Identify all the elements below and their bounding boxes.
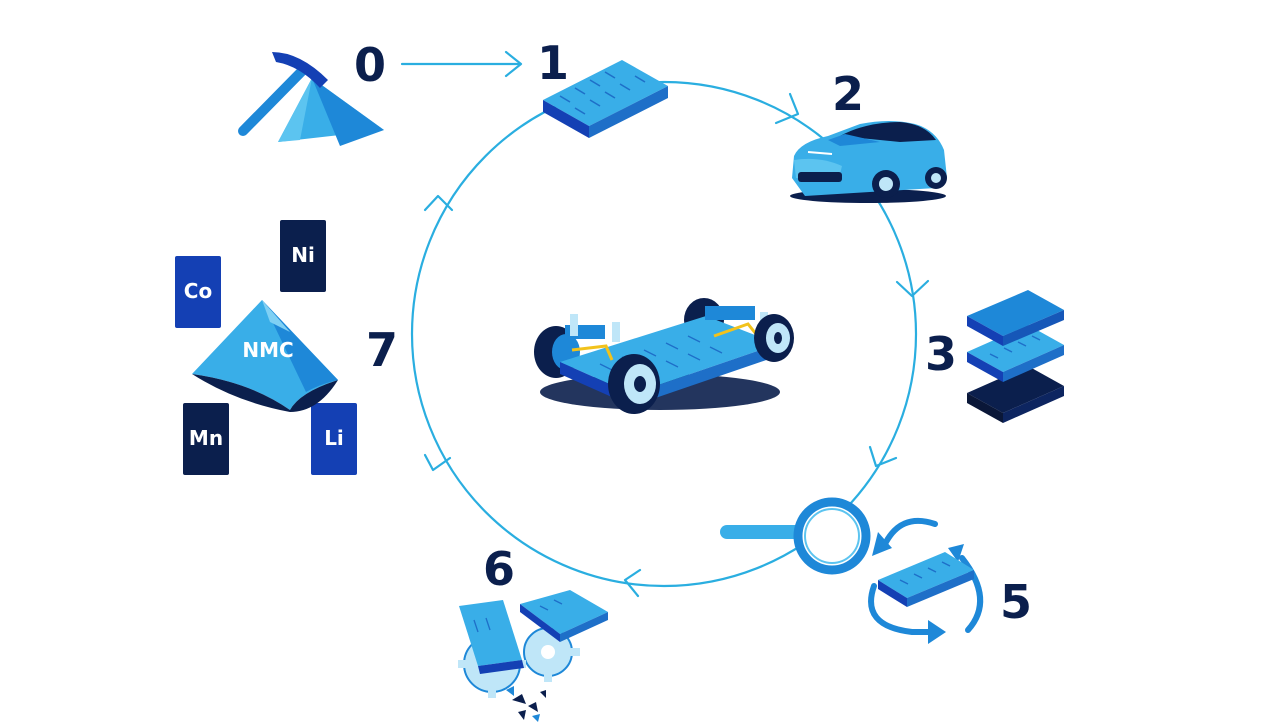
raw-materials-icon [175,220,357,475]
element-card-li [311,403,357,475]
step-number-1: 1 [537,36,569,90]
step-number-3: 3 [925,327,957,381]
battery-platform-chassis-icon [534,298,794,414]
element-card-co [175,256,221,328]
stacked-battery-layers-icon [967,290,1064,423]
element-label-mn: Mn [189,426,223,450]
step-number-7: 7 [366,323,398,377]
step-number-5: 5 [1000,575,1032,629]
element-card-ni [280,220,326,292]
recycle-arrows-icon [868,517,983,644]
arrow-step0-to-step1 [400,50,523,78]
nmc-label: NMC [242,338,293,362]
shredder-gears-icon [458,590,608,722]
step-number-0: 0 [354,38,386,92]
cycle-direction-arrows [423,92,930,598]
cycle-ring [410,80,918,588]
pickaxe-ore-icon [238,52,384,146]
electric-car-icon [790,121,947,203]
magnifying-glass-icon [720,497,871,575]
step-number-2: 2 [832,67,864,121]
step-number-6: 6 [483,542,515,596]
element-label-li: Li [324,426,344,450]
element-label-ni: Ni [291,243,315,267]
element-card-mn [183,403,229,475]
battery-module-icon [543,60,668,138]
element-label-co: Co [184,279,212,303]
